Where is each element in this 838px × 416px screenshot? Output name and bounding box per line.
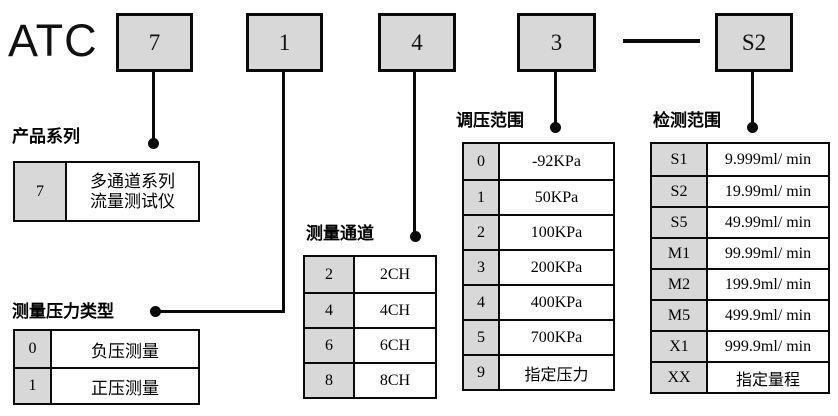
table-cell-key: XX	[652, 363, 708, 392]
table-cell-key: M1	[652, 239, 708, 268]
pressure-type-table-title: 测量压力类型	[12, 302, 114, 321]
table-cell-key: 4	[464, 286, 500, 319]
connector-line-detection-range	[751, 71, 754, 125]
channels-table: 2 2CH 4 4CH 6 6CH 8 8CH	[303, 255, 437, 399]
code-box-pressure-range-value: 3	[550, 29, 563, 55]
connector-line-series	[152, 71, 155, 141]
code-box-detection-range: S2	[715, 13, 793, 72]
detection-range-table-title: 检测范围	[653, 111, 721, 130]
table-cell-key: 3	[464, 251, 500, 284]
table-cell-key: S2	[652, 177, 708, 206]
table-cell-value: 多通道系列 流量测试仪	[90, 171, 175, 211]
series-table-title: 产品系列	[12, 127, 80, 146]
table-cell-value: 999.9ml/ min	[724, 337, 812, 355]
table-cell-value: 指定量程	[735, 371, 800, 389]
table-row: 4 4CH	[305, 292, 435, 327]
pressure-range-table-title: 调压范围	[456, 111, 524, 130]
table-cell-value: 6CH	[379, 336, 411, 354]
table-cell-key: 0	[464, 144, 500, 179]
table-row: 5 700KPa	[464, 319, 613, 354]
table-cell-key: 8	[305, 364, 355, 397]
table-cell-key: 7	[15, 163, 67, 220]
table-row: 3 200KPa	[464, 249, 613, 284]
table-cell-key: M5	[652, 301, 708, 330]
table-cell-value: 50KPa	[534, 188, 579, 206]
code-box-channels-value: 4	[411, 29, 423, 55]
table-cell-value: -92KPa	[532, 152, 581, 170]
detection-range-table: S1 9.999ml/ min S2 19.99ml/ min S5 49.99…	[650, 142, 830, 394]
table-row: 6 6CH	[305, 327, 435, 362]
table-cell-value: 400KPa	[530, 293, 583, 311]
table-cell-value: 49.99ml/ min	[724, 213, 812, 231]
table-cell-value: 正压测量	[91, 378, 159, 398]
table-row: 0 -92KPa	[464, 144, 613, 179]
table-row: M1 99.99ml/ min	[652, 237, 828, 268]
code-box-series: 7	[116, 13, 193, 72]
table-cell-key: 2	[305, 257, 355, 292]
connector-dot-pressure-range	[550, 122, 561, 133]
table-row: S1 9.999ml/ min	[652, 144, 828, 175]
table-cell-key: M2	[652, 270, 708, 299]
table-row: 4 400KPa	[464, 284, 613, 319]
code-box-series-value: 7	[148, 29, 161, 55]
table-row: S2 19.99ml/ min	[652, 175, 828, 206]
table-row: X1 999.9ml/ min	[652, 330, 828, 361]
table-row: 2 100KPa	[464, 214, 613, 249]
table-cell-value: 100KPa	[530, 223, 583, 241]
table-cell-value: 负压测量	[91, 341, 159, 361]
table-cell-value: 8CH	[379, 371, 411, 389]
connector-dot-channels	[410, 231, 421, 242]
table-cell-key: 1	[464, 181, 500, 214]
table-cell-key: 2	[464, 216, 500, 249]
connector-dot-detection-range	[747, 122, 758, 133]
table-cell-key: 4	[305, 294, 355, 327]
table-cell-value: 19.99ml/ min	[724, 182, 812, 200]
table-row: XX 指定量程	[652, 361, 828, 392]
code-box-pressure-type: 1	[246, 13, 323, 72]
pressure-type-table: 0 负压测量 1 正压测量	[13, 329, 200, 405]
table-cell-key: 5	[464, 321, 500, 354]
table-cell-key: 0	[15, 331, 52, 367]
table-cell-value: 199.9ml/ min	[724, 275, 812, 293]
table-row: 9 指定压力	[464, 354, 613, 389]
code-separator-dash	[623, 39, 700, 43]
code-box-detection-range-value: S2	[741, 29, 767, 55]
table-row: 7 多通道系列 流量测试仪	[15, 163, 198, 220]
table-cell-key: S5	[652, 208, 708, 237]
code-box-pressure-range: 3	[517, 13, 596, 72]
connector-dot-series	[148, 138, 159, 149]
connector-dot-pressure-type	[150, 306, 161, 317]
table-cell-key: 1	[15, 369, 52, 403]
table-cell-value: 99.99ml/ min	[724, 244, 812, 262]
table-row: 1 50KPa	[464, 179, 613, 214]
table-cell-key: X1	[652, 332, 708, 361]
table-cell-key: 6	[305, 329, 355, 362]
connector-line-pressure-range	[554, 71, 557, 125]
table-cell-value: 700KPa	[530, 328, 583, 346]
code-box-pressure-type-value: 1	[278, 29, 291, 55]
table-row: 8 8CH	[305, 362, 435, 397]
connector-line-pressure-type-vertical	[282, 71, 285, 313]
table-row: S5 49.99ml/ min	[652, 206, 828, 237]
table-cell-key: 9	[464, 356, 500, 389]
table-cell-value: 指定压力	[524, 366, 589, 384]
table-row: 0 负压测量	[15, 331, 198, 367]
table-cell-value: 200KPa	[530, 258, 583, 276]
channels-table-title: 测量通道	[306, 224, 374, 243]
table-cell-value: 2CH	[379, 265, 411, 283]
table-cell-value: 4CH	[379, 301, 411, 319]
table-cell-key: S1	[652, 144, 708, 175]
series-table: 7 多通道系列 流量测试仪	[13, 161, 200, 222]
connector-line-pressure-type-horizontal	[156, 310, 285, 313]
table-row: M5 499.9ml/ min	[652, 299, 828, 330]
connector-line-channels	[413, 71, 416, 234]
code-box-channels: 4	[378, 13, 456, 72]
table-row: M2 199.9ml/ min	[652, 268, 828, 299]
table-cell-value: 9.999ml/ min	[724, 150, 812, 168]
table-row: 1 正压测量	[15, 367, 198, 403]
table-cell-value: 499.9ml/ min	[724, 306, 812, 324]
table-row: 2 2CH	[305, 257, 435, 292]
model-prefix: ATC	[8, 15, 98, 66]
pressure-range-table: 0 -92KPa 1 50KPa 2 100KPa 3 200KPa 4 400…	[462, 142, 615, 391]
